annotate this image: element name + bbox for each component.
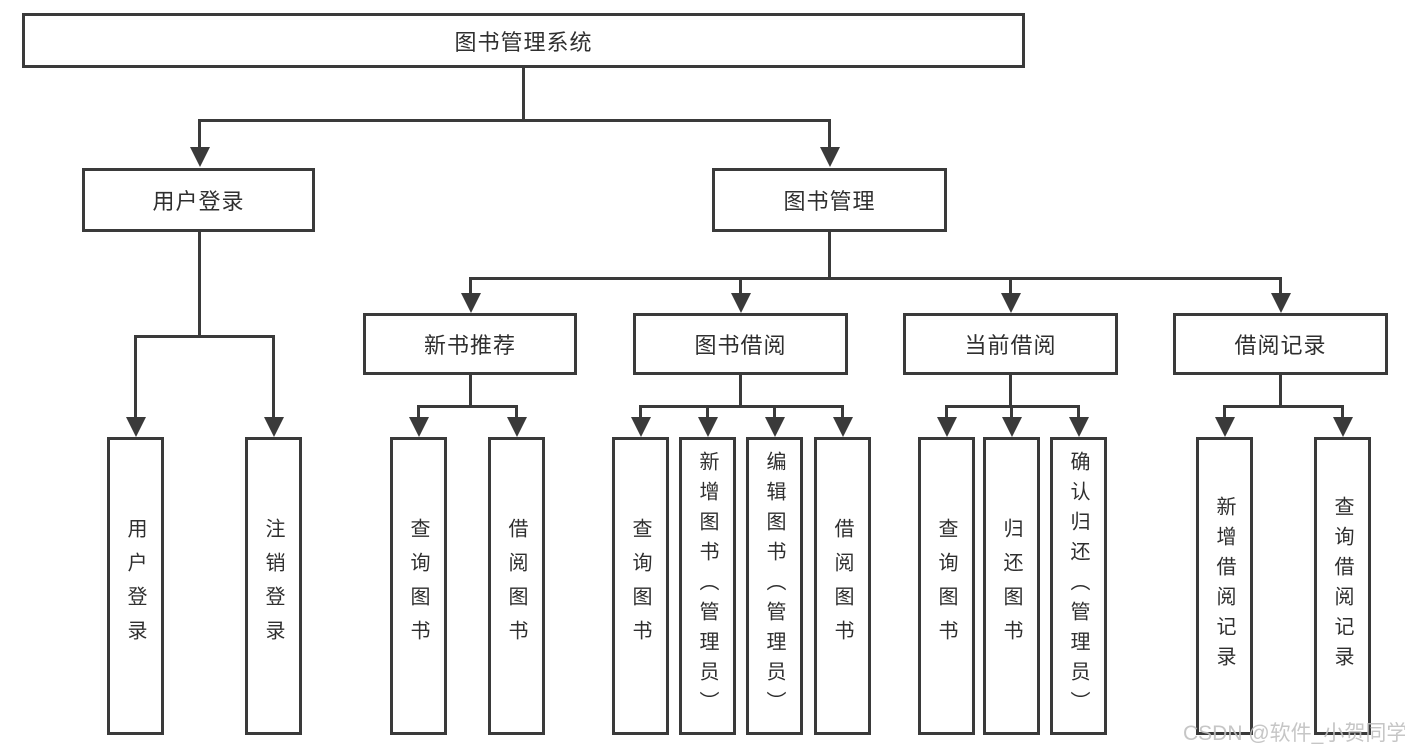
arrow-recs-add: [1214, 405, 1235, 437]
connector-records-bar: [1223, 405, 1344, 408]
leaf-cur-query-books: 查询图书: [918, 437, 975, 735]
arrow-to-current-borrow: [1000, 277, 1021, 313]
arrow-cur-return: [1001, 405, 1022, 437]
arrow-recs-query: [1332, 405, 1353, 437]
connector-recommend-bar: [417, 405, 518, 408]
leaf-add-borrow-record: 新增借阅记录: [1196, 437, 1253, 735]
leaf-cur-return-books: 归还图书: [983, 437, 1040, 735]
connector-mgmt-bar: [469, 277, 1282, 280]
arrow-to-book-management: [819, 119, 840, 167]
node-new-book-recommend: 新书推荐: [363, 313, 577, 375]
arrow-bor-add: [697, 405, 718, 437]
leaf-bor-borrow-books: 借阅图书: [814, 437, 871, 735]
connector-login-stem: [198, 232, 201, 335]
node-borrow-records: 借阅记录: [1173, 313, 1388, 375]
arrow-bor-query: [630, 405, 651, 437]
arrow-bor-edit: [764, 405, 785, 437]
connector-current-stem: [1009, 375, 1012, 405]
node-user-login: 用户登录: [82, 168, 315, 232]
connector-root-stem: [522, 68, 525, 119]
connector-borrow-stem: [739, 375, 742, 405]
node-book-management: 图书管理: [712, 168, 947, 232]
leaf-user-login: 用户登录: [107, 437, 164, 735]
leaf-query-borrow-record: 查询借阅记录: [1314, 437, 1371, 735]
leaf-bor-query-books: 查询图书: [612, 437, 669, 735]
arrow-to-leaf-logout: [263, 335, 284, 437]
leaf-bor-add-books-admin: 新增图书（管理员）: [679, 437, 736, 735]
arrow-rec-query: [408, 405, 429, 437]
connector-borrow-bar: [639, 405, 844, 408]
connector-login-bar: [134, 335, 275, 338]
arrow-to-leaf-user-login: [125, 335, 146, 437]
leaf-rec-borrow-books: 借阅图书: [488, 437, 545, 735]
arrow-to-user-login: [189, 119, 210, 167]
leaf-logout: 注销登录: [245, 437, 302, 735]
arrow-to-borrow-records: [1270, 277, 1291, 313]
connector-mgmt-stem: [828, 232, 831, 277]
connector-records-stem: [1279, 375, 1282, 405]
arrow-bor-borrow: [832, 405, 853, 437]
connector-recommend-stem: [469, 375, 472, 405]
arrow-to-book-borrow: [730, 277, 751, 313]
node-current-borrow: 当前借阅: [903, 313, 1118, 375]
node-book-borrow: 图书借阅: [633, 313, 848, 375]
arrow-to-new-book-recommend: [460, 277, 481, 313]
csdn-watermark: CSDN @软件_小贺同学: [1183, 722, 1405, 745]
leaf-bor-edit-books-admin: 编辑图书（管理员）: [746, 437, 803, 735]
arrow-rec-borrow: [506, 405, 527, 437]
leaf-cur-confirm-return-admin: 确认归还（管理员）: [1050, 437, 1107, 735]
connector-root-bar: [198, 119, 831, 122]
leaf-rec-query-books: 查询图书: [390, 437, 447, 735]
arrow-cur-confirm: [1068, 405, 1089, 437]
root-node-library-system: 图书管理系统: [22, 13, 1025, 68]
arrow-cur-query: [936, 405, 957, 437]
